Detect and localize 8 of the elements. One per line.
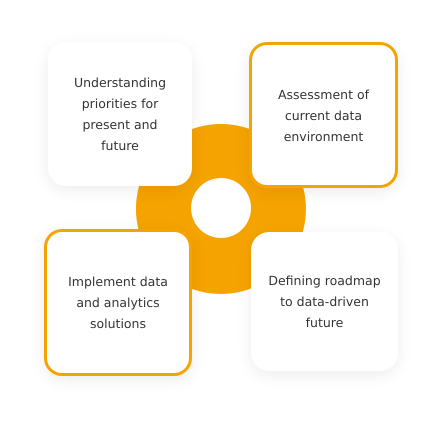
step-text: Understanding priorities for present and future	[72, 74, 168, 155]
step-text: Implement data and analytics solutions	[67, 273, 169, 333]
step-text: Defining roadmap to data-driven future	[267, 272, 382, 332]
step-card	[251, 232, 398, 371]
step-card	[249, 42, 398, 188]
step-card	[44, 229, 192, 376]
step-text: Assessment of current data environment	[276, 86, 370, 146]
step-card	[48, 42, 192, 186]
